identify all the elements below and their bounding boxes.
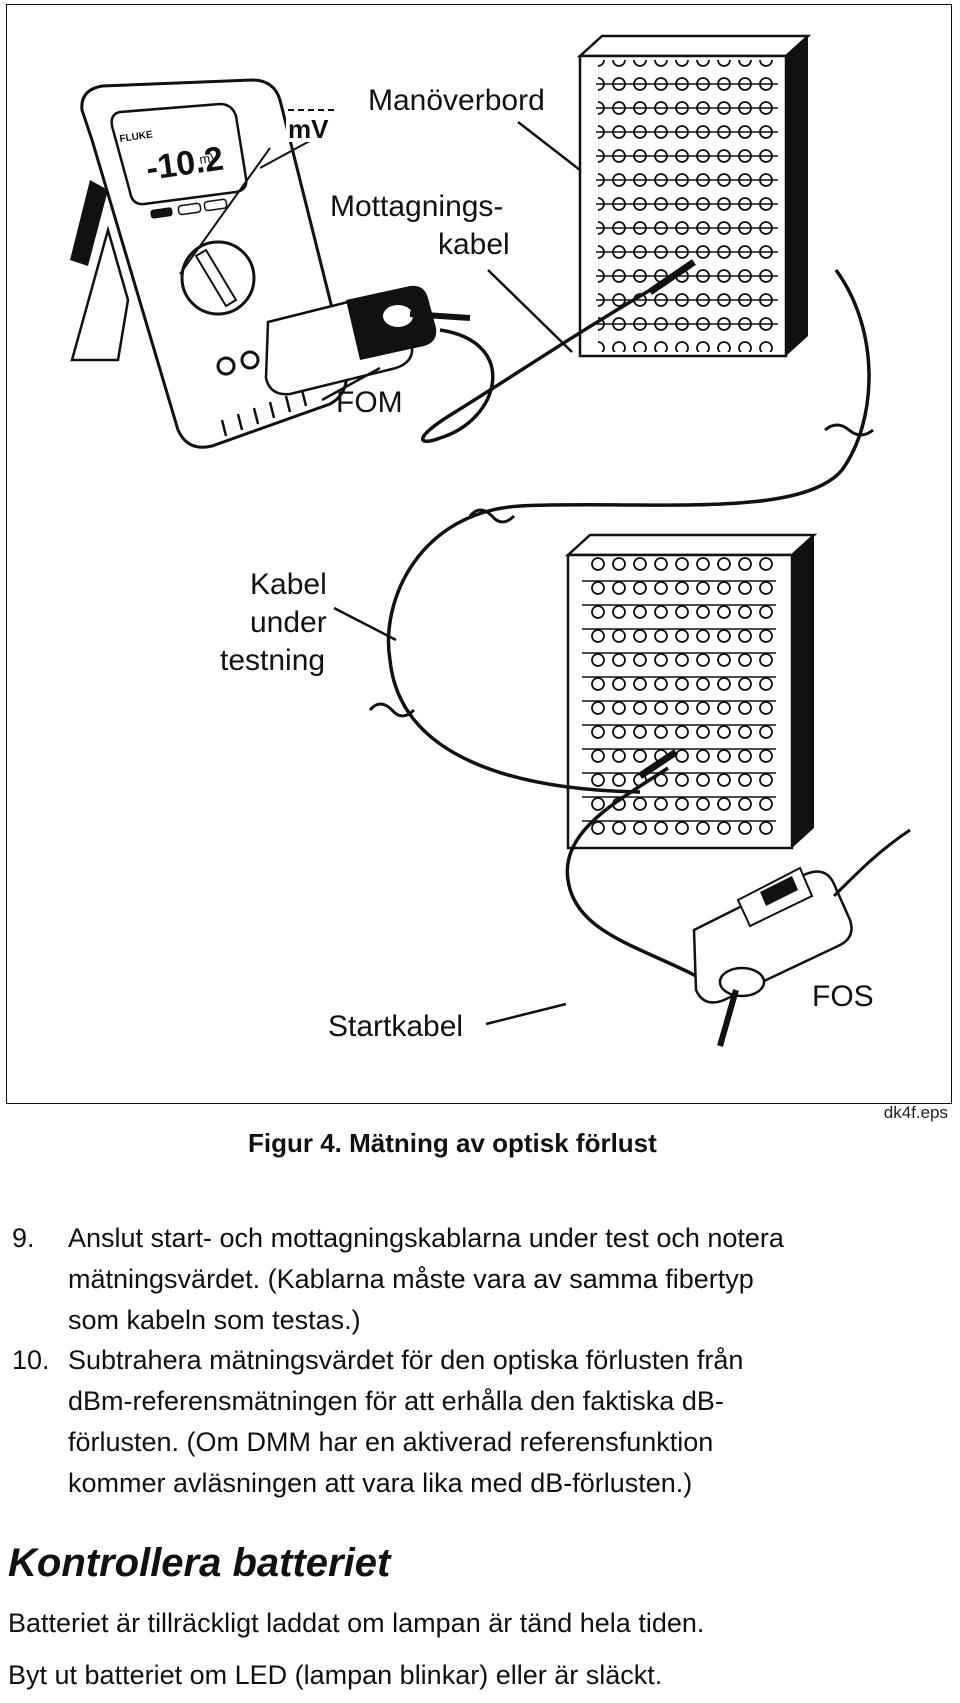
- label-mottagningskabel-1: Mottagnings-: [330, 190, 504, 223]
- label-startkabel: Startkabel: [328, 1010, 464, 1043]
- section-line: Byt ut batteriet om LED (lampan blinkar)…: [8, 1660, 663, 1690]
- step-line: kommer avläsningen att vara lika med dB-…: [68, 1468, 693, 1498]
- figure-frame: [6, 4, 952, 1104]
- step-line: mätningsvärdet. (Kablarna måste vara av …: [68, 1264, 754, 1294]
- label-fos: FOS: [812, 980, 874, 1013]
- optical-loss-diagram: -10.2 mV FLUKE mV: [70, 34, 911, 1047]
- step-line: som kabeln som testas.): [68, 1305, 361, 1335]
- step-line: förlusten. (Om DMM har en aktiverad refe…: [68, 1427, 714, 1457]
- step-number: 10.: [12, 1345, 50, 1375]
- step-line: dBm-referensmätningen för att erhålla de…: [68, 1386, 724, 1416]
- receive-cable: [421, 266, 689, 444]
- callout-unit: mV: [288, 114, 329, 144]
- label-fom: FOM: [336, 386, 403, 419]
- cable-under-test: [386, 268, 871, 794]
- label-kabel-under-2: under: [250, 606, 327, 639]
- step-9: 9. Anslut start- och mottagningskablarna…: [0, 1218, 960, 1348]
- meter-display-unit: mV: [198, 149, 220, 167]
- start-cable: [565, 766, 721, 992]
- fos-module: [692, 828, 911, 1047]
- label-kabel-under-3: testning: [220, 644, 326, 677]
- patch-panel-upper: [576, 34, 812, 358]
- section-line: Batteriet är tillräckligt laddat om lamp…: [8, 1608, 705, 1638]
- section-heading: Kontrollera batteriet: [8, 1541, 391, 1585]
- label-manoverbord: Manöverbord: [368, 84, 545, 117]
- patch-panel-lower: [564, 533, 818, 850]
- step-line: Anslut start- och mottagningskablarna un…: [68, 1223, 784, 1253]
- label-kabel-under-1: Kabel: [250, 568, 327, 601]
- meter-brand: FLUKE: [119, 129, 154, 145]
- label-mottagningskabel-2: kabel: [438, 228, 510, 261]
- file-reference: dk4f.eps: [883, 1103, 948, 1122]
- step-line: Subtrahera mätningsvärdet för den optisk…: [68, 1345, 744, 1375]
- figure-caption: Figur 4. Mätning av optisk förlust: [248, 1128, 657, 1158]
- leader-lines: [321, 121, 581, 1026]
- multimeter: -10.2 mV FLUKE mV: [70, 78, 349, 449]
- step-number: 9.: [12, 1223, 35, 1253]
- step-10: 10. Subtrahera mätningsvärdet för den op…: [0, 1340, 960, 1510]
